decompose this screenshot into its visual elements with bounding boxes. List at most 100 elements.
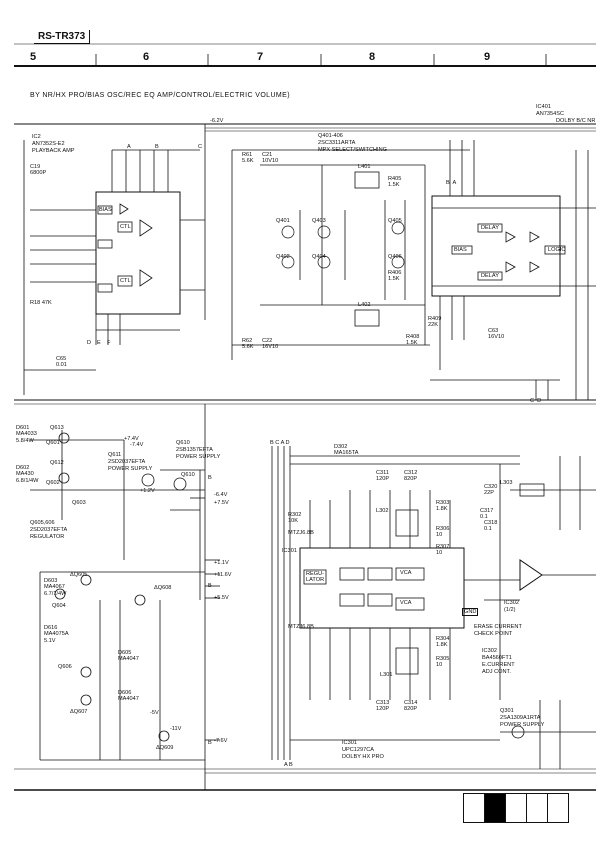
q402-label: Q402 xyxy=(276,254,290,260)
c311-label: C311 120P xyxy=(376,470,390,483)
gnd-label: GND xyxy=(462,608,479,617)
ic302-function-1: E.CURRENT xyxy=(482,662,515,668)
check-point-label: CHECK POINT xyxy=(474,631,513,637)
page-box-5 xyxy=(547,793,569,823)
pin-voltage-75: +7.5V xyxy=(214,500,229,506)
pin-b-3: B xyxy=(208,740,212,746)
ic302a-half: (1/2) xyxy=(504,607,516,613)
d606-label: D606 MA4047 xyxy=(118,690,139,703)
r307-label: R307 10 xyxy=(436,544,450,557)
net-d-left: D xyxy=(87,340,92,346)
q403-label: Q403 xyxy=(312,218,326,224)
zener-label-1: MTZJ6.8B xyxy=(288,530,314,536)
page-box-3 xyxy=(505,793,527,823)
ic2-capacitor-label: C19 6800P xyxy=(30,164,47,177)
ic2-resistor-label: R18 47K xyxy=(30,300,52,306)
q611-part: 2SD2037EFTA xyxy=(108,459,146,465)
q611-function: POWER SUPPLY xyxy=(108,466,153,472)
d602-label: D602 MA430 6.8/1/4W xyxy=(16,465,39,484)
pin-voltage-55: +5.5V xyxy=(214,595,229,601)
q609-voltage-label-2: -11V xyxy=(170,726,182,732)
c314-label: C314 820P xyxy=(404,700,418,713)
q605-function: REGULATOR xyxy=(30,534,65,540)
r62-label: R62 5.6K xyxy=(242,338,254,351)
q608-label: ΔQ608 xyxy=(154,585,172,591)
net-b-top: B xyxy=(155,144,159,150)
c22-label: C22 16V10 xyxy=(262,338,279,351)
q401-function: MPX SELECT/SWITCHING xyxy=(318,147,387,153)
pin-voltage-116: +11.6V xyxy=(214,572,232,578)
schematic-subtitle: BY NR/HX PRO/BIAS OSC/REC EQ AMP/CONTROL… xyxy=(30,92,290,99)
q605-name: Q605,606 xyxy=(30,520,55,526)
net-ba: B A xyxy=(446,180,457,186)
q401-name: Q401-406 xyxy=(318,133,343,139)
ic301-name: IC301 xyxy=(342,740,357,746)
q613-label: Q613 xyxy=(50,425,64,431)
logic-block: LOGIC xyxy=(548,247,566,253)
r61-label: R61 5.6K xyxy=(242,152,254,165)
page-indicator xyxy=(463,793,569,823)
page-box-1 xyxy=(463,793,485,823)
ic2-function: PLAYBACK AMP xyxy=(32,148,75,154)
ic2-name: IC2 xyxy=(32,134,41,140)
r405-label: R405 1.5K xyxy=(388,176,402,189)
r409-label: R409 22K xyxy=(428,316,442,329)
net-ab: A B xyxy=(284,762,293,768)
vca-block-1: VCA xyxy=(400,570,412,576)
c320-label: C320 22P xyxy=(484,484,498,497)
pin-voltage-76: -7.6V xyxy=(214,738,228,744)
q604-label: Q604 xyxy=(52,603,66,609)
d605-label: D605 MA4047 xyxy=(118,650,139,663)
d302-name: D302 xyxy=(334,444,348,450)
net-a-top: A xyxy=(127,144,131,150)
bias-block-ic2: BIAS xyxy=(99,207,112,213)
delay-block-2: DELAY xyxy=(481,273,499,279)
q605-part: 2SD2037EFTA xyxy=(30,527,68,533)
q301-name: Q301 xyxy=(500,708,514,714)
column-number-5: 5 xyxy=(30,51,37,63)
ic301-part: UPC1297CA xyxy=(342,747,375,753)
net-bcad: B C A D xyxy=(270,440,290,446)
ic302-name: IC302 xyxy=(482,648,497,654)
net-c-top: C xyxy=(198,144,203,150)
q610-name: Q610 xyxy=(176,440,190,446)
regulator-block: REGU- LATOR xyxy=(306,571,325,584)
pin-voltage-64: -6.4V xyxy=(214,492,228,498)
r304-label: R304 1.8K xyxy=(436,636,450,649)
column-number-6: 6 xyxy=(143,51,150,63)
ic301-top-label: IC301 xyxy=(282,548,297,554)
q602-label: Q602 xyxy=(46,480,60,486)
r408-label: R408 1.5K xyxy=(406,334,420,347)
rail-voltage-label: -6.2V xyxy=(210,118,224,124)
q611-name: Q611 xyxy=(108,452,122,458)
q401-part: 2SC3311ARTA xyxy=(318,140,356,146)
net-cd: C D xyxy=(530,398,542,404)
column-number-8: 8 xyxy=(369,51,376,63)
c313-label: C313 120P xyxy=(376,700,390,713)
page-box-2-active xyxy=(484,793,506,823)
l402-label: L402 xyxy=(358,302,371,308)
ic302-function-2: ADJ CONT. xyxy=(482,669,511,675)
erase-current-label: ERASE CURRENT xyxy=(474,624,522,630)
q609-label: ΔQ609 xyxy=(156,745,174,751)
c318-label: C318 0.1 xyxy=(484,520,498,533)
q610-label: Q610 xyxy=(181,472,195,478)
r303-label: R303 1.8K xyxy=(436,500,450,513)
q301-function: POWER SUPPLY xyxy=(500,722,545,728)
q610-voltage-label: +1.2V xyxy=(140,488,155,494)
r406-label: R406 1.5K xyxy=(388,270,402,283)
l303-label: L303 xyxy=(500,480,513,486)
d616-label: D616 MA4075A 5.1V xyxy=(44,625,69,644)
ic302a-name: IC302 xyxy=(504,600,519,606)
zener-label-2: MTZJ6.8B xyxy=(288,624,314,630)
d603-label: D603 MA4067 6.7/1/4W xyxy=(44,578,67,597)
l302-label: L302 xyxy=(376,508,389,514)
d302-part: MA165TA xyxy=(334,450,359,456)
pin-b-8: B xyxy=(208,475,212,481)
l301-label: L301 xyxy=(380,672,393,678)
q606-label: Q606 xyxy=(58,664,72,670)
column-number-7: 7 xyxy=(257,51,264,63)
q406-label: Q406 xyxy=(388,254,402,260)
